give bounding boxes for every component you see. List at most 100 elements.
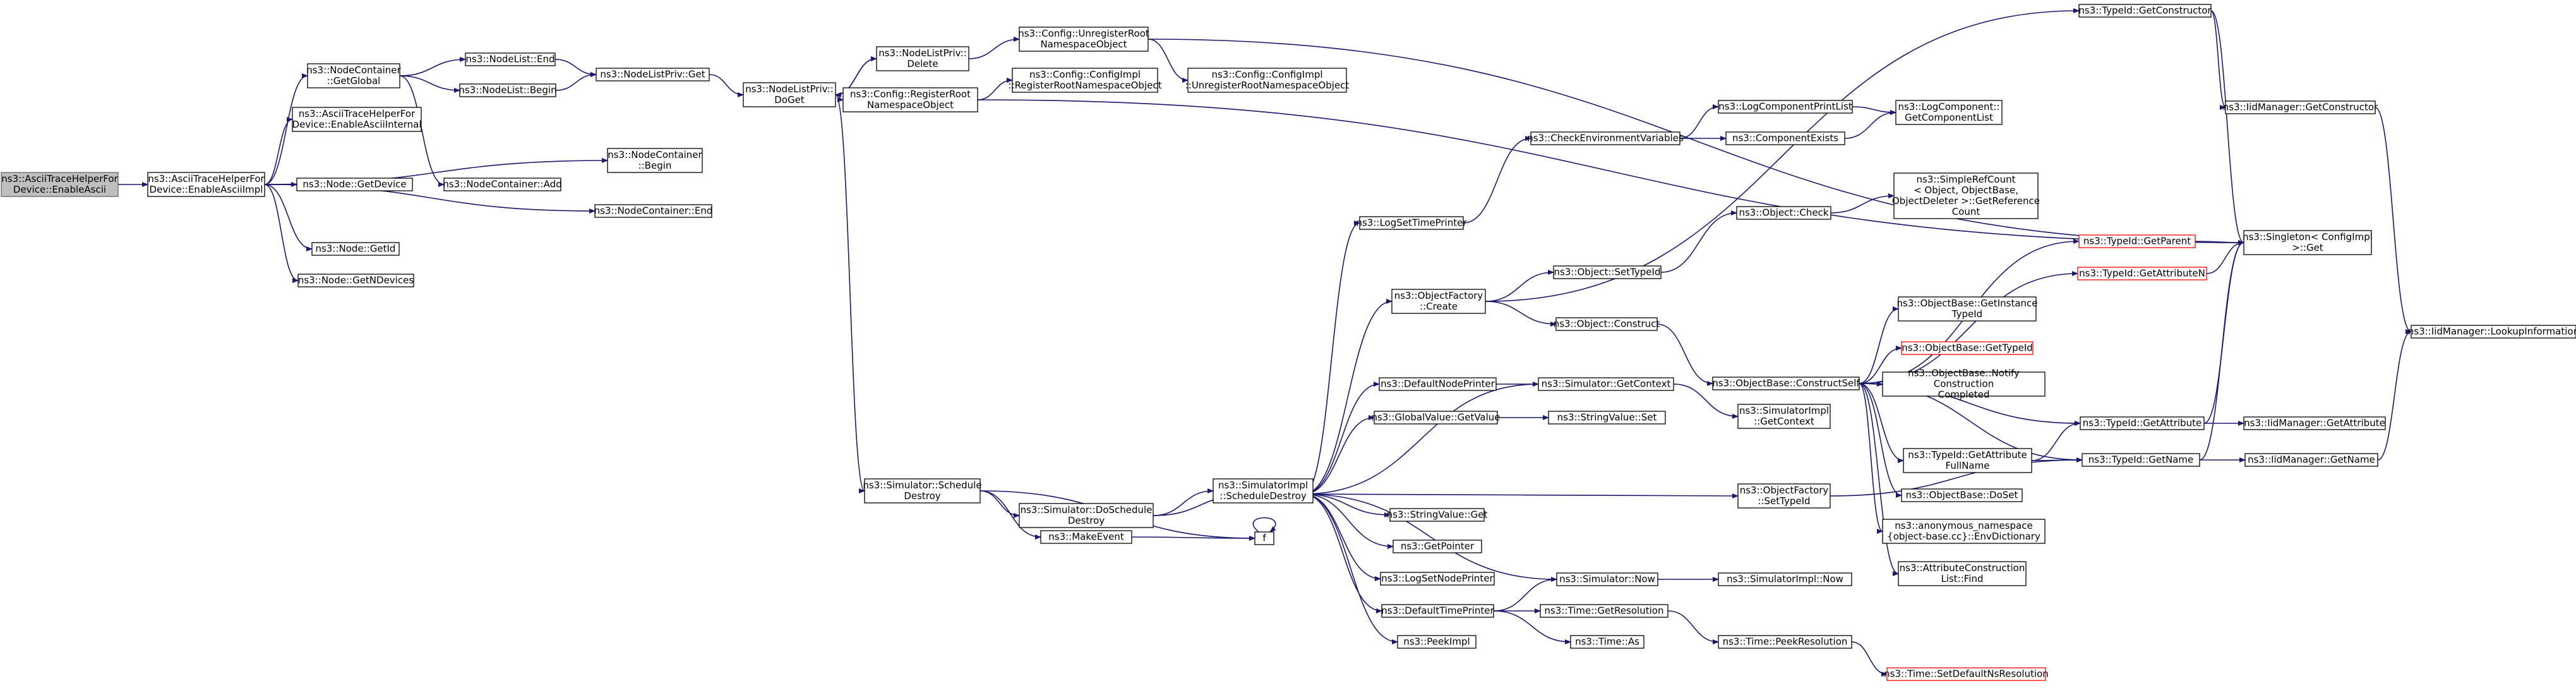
node-box[interactable] <box>1882 519 2046 544</box>
graph-node-nodegetid[interactable]: ns3::Node::GetId <box>311 242 400 256</box>
graph-node-nlpget[interactable]: ns3::NodeListPriv::Get <box>596 68 710 81</box>
node-box[interactable] <box>1555 317 1658 331</box>
graph-node-objbasedoset[interactable]: ns3::ObjectBase::DoSet <box>1901 488 2023 502</box>
node-box[interactable] <box>296 178 413 191</box>
node-box[interactable] <box>2243 230 2372 255</box>
graph-node-stringvalueset[interactable]: ns3::StringValue::Set <box>1548 411 1666 425</box>
graph-node-getpointer[interactable]: ns3::GetPointer <box>1393 540 1482 553</box>
node-box[interactable] <box>1019 503 1154 528</box>
node-box[interactable] <box>1380 572 1495 586</box>
node-box[interactable] <box>2082 453 2200 467</box>
node-box[interactable] <box>1019 27 1149 52</box>
graph-node-logsetnodeprinter[interactable]: ns3::LogSetNodePrinter <box>1380 572 1495 586</box>
node-box[interactable] <box>307 63 400 88</box>
node-box[interactable] <box>1725 131 1845 145</box>
node-box[interactable] <box>2077 267 2207 281</box>
graph-node-defaulttimeprinter[interactable]: ns3::DefaultTimePrinter <box>1381 604 1495 618</box>
node-box[interactable] <box>311 242 400 256</box>
graph-node-getglobal[interactable]: ns3::NodeContainer::GetGlobal <box>306 63 402 88</box>
node-box[interactable] <box>147 172 265 197</box>
node-box[interactable] <box>1530 131 1680 145</box>
node-box[interactable] <box>596 68 710 81</box>
graph-node-ncadd[interactable]: ns3::NodeContainer::Add <box>443 178 562 191</box>
node-box[interactable] <box>465 52 556 66</box>
node-box[interactable] <box>1718 572 1852 586</box>
graph-node-iidmgrgetconstructor[interactable]: ns3::IidManager::GetConstructor <box>2223 100 2378 114</box>
graph-node-simnow[interactable]: ns3::Simulator::Now <box>1556 572 1658 586</box>
graph-node-timepeekresolution[interactable]: ns3::Time::PeekResolution <box>1718 635 1852 649</box>
graph-node-typeidgetattributen[interactable]: ns3::TypeId::GetAttributeN <box>2077 267 2207 281</box>
node-box[interactable] <box>1391 289 1486 314</box>
graph-node-timesetdefaultns[interactable]: ns3::Time::SetDefaultNsResolution <box>1884 667 2049 681</box>
node-box[interactable] <box>1895 100 2003 125</box>
graph-node-nlpdelete[interactable]: ns3::NodeListPriv::Delete <box>876 46 969 71</box>
node-box[interactable] <box>1898 561 2027 586</box>
node-box[interactable] <box>1379 377 1497 391</box>
node-box[interactable] <box>292 107 422 132</box>
node-box[interactable] <box>1882 371 2046 397</box>
graph-node-simimplnow[interactable]: ns3::SimulatorImpl::Now <box>1718 572 1852 586</box>
node-box[interactable] <box>1359 216 1464 230</box>
graph-node-checkenvvars[interactable]: ns3::CheckEnvironmentVariables <box>1527 131 1684 145</box>
node-box[interactable] <box>876 46 969 71</box>
graph-node-objbaseconstructself[interactable]: ns3::ObjectBase::ConstructSelf <box>1712 377 1860 390</box>
node-box[interactable] <box>1548 411 1666 425</box>
graph-node-simgetcontext[interactable]: ns3::Simulator::GetContext <box>1538 377 1674 391</box>
graph-node-compexists[interactable]: ns3::ComponentExists <box>1725 131 1845 145</box>
node-box[interactable] <box>1718 635 1852 649</box>
node-box[interactable] <box>2080 416 2205 430</box>
graph-node-timeas[interactable]: ns3::Time::As <box>1570 635 1644 649</box>
graph-node-typeidgetattribute[interactable]: ns3::TypeId::GetAttribute <box>2080 416 2205 430</box>
node-box[interactable] <box>1213 478 1314 504</box>
graph-node-globalvaluegetvalue[interactable]: ns3::GlobalValue::GetValue <box>1371 411 1501 425</box>
graph-node-nlbegin[interactable]: ns3::NodeList::Begin <box>458 83 557 97</box>
node-box[interactable] <box>1381 604 1494 618</box>
node-box[interactable] <box>1901 488 2023 502</box>
node-box[interactable] <box>2225 100 2376 114</box>
graph-node-enableasciiimpl[interactable]: ns3::AsciiTraceHelperForDevice::EnableAs… <box>147 172 265 197</box>
graph-node-typeidgetname[interactable]: ns3::TypeId::GetName <box>2082 453 2200 467</box>
graph-node-simplerefcount[interactable]: ns3::SimpleRefCount< Object, ObjectBase,… <box>1892 172 2040 219</box>
node-box[interactable] <box>2244 453 2378 467</box>
graph-node-simimplscheduledestroy[interactable]: ns3::SimulatorImpl::ScheduleDestroy <box>1213 478 1314 504</box>
node-box[interactable] <box>443 178 561 191</box>
node-box[interactable] <box>1553 265 1662 279</box>
graph-node-cfgregister[interactable]: ns3::Config::RegisterRootNamespaceObject <box>842 87 978 112</box>
graph-node-objsettypeid[interactable]: ns3::Object::SetTypeId <box>1553 265 1662 279</box>
node-box[interactable] <box>1397 635 1477 649</box>
node-box[interactable] <box>842 87 978 112</box>
node-box[interactable] <box>459 83 556 97</box>
node-box[interactable] <box>594 204 712 218</box>
node-box[interactable] <box>1737 483 1831 509</box>
graph-node-logcompprintlist[interactable]: ns3::LogComponentPrintList <box>1718 100 1853 114</box>
node-box[interactable] <box>1903 448 2032 473</box>
node-box[interactable] <box>1718 100 1853 114</box>
node-box[interactable] <box>2078 4 2212 18</box>
node-box[interactable] <box>607 148 703 173</box>
graph-node-objfactorycreate[interactable]: ns3::ObjectFactory::Create <box>1391 289 1486 314</box>
graph-node-f[interactable]: f <box>1254 531 1274 545</box>
graph-node-objfactorysettypeid[interactable]: ns3::ObjectFactory::SetTypeId <box>1737 483 1831 509</box>
graph-node-root[interactable]: ns3::AsciiTraceHelperForDevice::EnableAs… <box>1 172 119 197</box>
graph-node-stringvalueget[interactable]: ns3::StringValue::Get <box>1387 508 1488 522</box>
node-box[interactable] <box>1187 68 1347 93</box>
node-box[interactable] <box>743 82 836 107</box>
graph-node-peekimpl[interactable]: ns3::PeekImpl <box>1397 635 1477 649</box>
node-box[interactable] <box>1736 206 1831 220</box>
graph-node-objcheck[interactable]: ns3::Object::Check <box>1736 206 1831 220</box>
node-box[interactable] <box>1570 635 1644 649</box>
node-box[interactable] <box>2411 325 2576 339</box>
graph-node-nodegetndevices[interactable]: ns3::Node::GetNDevices <box>297 274 414 287</box>
graph-node-iidmgrgetattribute[interactable]: ns3::IidManager::GetAttribute <box>2243 416 2386 430</box>
node-box[interactable] <box>1737 404 1831 429</box>
node-box[interactable] <box>1254 531 1274 545</box>
node-box[interactable] <box>864 478 981 504</box>
graph-node-cfgunregister[interactable]: ns3::Config::UnregisterRootNamespaceObje… <box>1018 27 1149 52</box>
graph-node-objbasenotify[interactable]: ns3::ObjectBase::NotifyConstructionCompl… <box>1882 368 2046 401</box>
graph-node-envdictionary[interactable]: ns3::anonymous_namespace{object-base.cc}… <box>1882 519 2046 544</box>
node-box[interactable] <box>1393 540 1482 553</box>
node-box[interactable] <box>2243 416 2386 430</box>
graph-node-objconstruct[interactable]: ns3::Object::Construct <box>1554 317 1660 331</box>
node-box[interactable] <box>1040 530 1132 544</box>
